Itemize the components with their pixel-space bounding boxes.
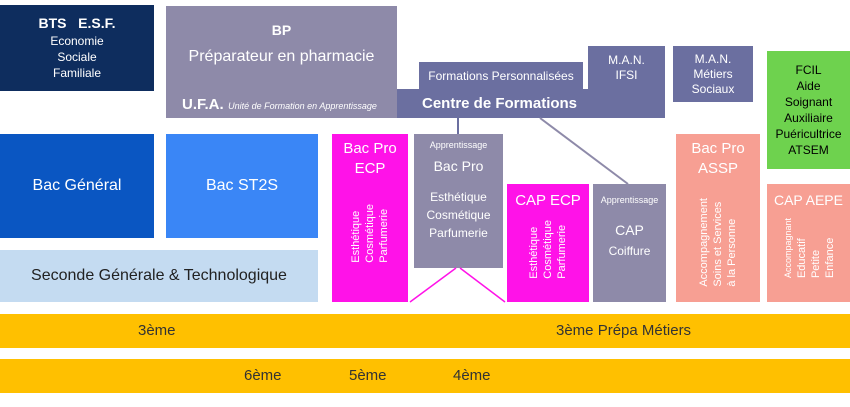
- cap-aepe-v3: Petite: [809, 249, 822, 279]
- man-metiers-line-2: Métiers: [693, 66, 733, 81]
- bac-pro-assp-v3: à la Personne: [726, 218, 738, 287]
- level-prepa-label: 3ème Prépa Métiers: [556, 322, 692, 339]
- level-4eme-label: 4ème: [453, 367, 491, 384]
- cap-aepe-v1: Accompagnant: [782, 218, 793, 279]
- level-5eme-label: 5ème: [349, 367, 387, 384]
- cap-aepe-v4: Enfance: [823, 237, 836, 279]
- ufa-label: U.F.A. Unité de Formation en Apprentissa…: [182, 96, 377, 114]
- fcil-box: FCIL Aide Soignant Auxiliaire Puéricultr…: [767, 51, 850, 169]
- bac-pro-ecp-v3: Parfumerie: [378, 208, 390, 263]
- seconde-label: Seconde Générale & Technologique: [31, 267, 287, 284]
- level-college-bar: 6ème 5ème 4ème: [0, 359, 850, 393]
- ufa-acronym: U.F.A.: [182, 96, 224, 113]
- bac-st2s-label: Bac ST2S: [205, 177, 279, 194]
- bac-pro-assp-vertical: Accompagnement Soins et Services à la Pe…: [698, 198, 738, 287]
- bac-general-label: Bac Général: [32, 177, 122, 194]
- cap-ecp-v3: Parfumerie: [556, 224, 568, 279]
- connector-pink-right: [459, 267, 506, 303]
- bac-pro-appr-tag: Apprentissage: [429, 140, 488, 150]
- bac-pro-appr-line-1: Esthétique: [430, 190, 487, 204]
- bac-pro-assp-title-1: Bac Pro: [691, 140, 745, 157]
- bac-pro-assp-v1: Accompagnement: [698, 198, 710, 287]
- bp-box: BP Préparateur en pharmacie U.F.A. Unité…: [166, 6, 397, 118]
- bac-pro-ecp-v1: Esthétique: [350, 210, 362, 263]
- fcil-line-1: FCIL: [795, 63, 822, 77]
- cap-coiffure-tag: Apprentissage: [600, 195, 659, 205]
- man-metiers-line-1: M.A.N.: [694, 51, 732, 66]
- cap-aepe-box: CAP AEPE Accompagnant Educatif Petite En…: [767, 184, 850, 302]
- formations-personnalisees-label: Formations Personnalisées: [428, 68, 574, 83]
- fcil-line-2: Aide: [796, 79, 821, 93]
- man-metiers-box: M.A.N. Métiers Sociaux: [673, 46, 753, 102]
- seconde-box: Seconde Générale & Technologique: [0, 250, 318, 302]
- ufa-detail: Unité de Formation en Apprentissage: [228, 101, 377, 111]
- cap-coiffure-line: Coiffure: [608, 244, 651, 258]
- man-metiers-line-3: Sociaux: [691, 81, 735, 96]
- bts-line-2: Sociale: [57, 50, 97, 64]
- cap-ecp-title: CAP ECP: [515, 192, 581, 209]
- bac-pro-assp-box: Bac Pro ASSP Accompagnement Soins et Ser…: [676, 134, 760, 302]
- bp-title: BP: [271, 22, 292, 38]
- connector-cap-coiffure: [539, 117, 629, 185]
- bac-pro-assp-v2: Soins et Services: [712, 201, 724, 287]
- cap-ecp-vertical: Esthétique Cosmétique Parfumerie: [528, 220, 568, 279]
- bac-pro-ecp-title-1: Bac Pro: [343, 140, 397, 157]
- cap-coiffure-box: Apprentissage CAP Coiffure: [593, 184, 666, 302]
- bac-pro-appr-line-2: Cosmétique: [426, 208, 491, 222]
- bac-pro-ecp-title-2: ECP: [354, 160, 386, 177]
- fcil-line-4: Auxiliaire: [784, 111, 833, 125]
- bac-pro-appr-line-3: Parfumerie: [429, 226, 488, 240]
- bts-line-1: Economie: [50, 34, 104, 48]
- man-ifsi-line-1: M.A.N.: [608, 52, 645, 67]
- cap-ecp-box: CAP ECP Esthétique Cosmétique Parfumerie: [507, 184, 589, 302]
- centre-formations-label: Centre de Formations: [422, 95, 578, 112]
- man-ifsi-line-2: IFSI: [615, 67, 638, 82]
- cap-aepe-vertical: Accompagnant Educatif Petite Enfance: [782, 218, 836, 278]
- centre-formations-box: Centre de Formations: [397, 89, 665, 118]
- bac-st2s-box: Bac ST2S: [166, 134, 318, 238]
- fcil-line-5: Puéricultrice: [775, 127, 842, 141]
- level-3eme-bar: 3ème 3ème Prépa Métiers: [0, 314, 850, 348]
- man-ifsi-box: M.A.N. IFSI: [588, 46, 665, 89]
- connector-pink-left: [409, 267, 457, 303]
- level-6eme-label: 6ème: [244, 367, 282, 384]
- cap-coiffure-title: CAP: [615, 222, 644, 238]
- bts-esf-box: BTS E.S.F. Economie Sociale Familiale: [0, 5, 154, 91]
- bac-pro-appr-title: Bac Pro: [433, 158, 484, 174]
- cap-ecp-v2: Cosmétique: [542, 220, 554, 279]
- cap-aepe-v2: Educatif: [795, 238, 808, 279]
- cap-aepe-title: CAP AEPE: [773, 192, 843, 208]
- bac-pro-apprentissage-box: Apprentissage Bac Pro Esthétique Cosméti…: [414, 134, 503, 268]
- fcil-line-6: ATSEM: [788, 143, 829, 157]
- bac-general-box: Bac Général: [0, 134, 154, 238]
- bac-pro-ecp-box: Bac Pro ECP Esthétique Cosmétique Parfum…: [332, 134, 408, 302]
- bts-line-3: Familiale: [52, 66, 101, 80]
- bac-pro-ecp-v2: Cosmétique: [364, 204, 376, 263]
- fcil-line-3: Soignant: [784, 95, 833, 109]
- bts-title: BTS E.S.F.: [38, 15, 116, 31]
- level-3eme-label: 3ème: [138, 322, 176, 339]
- cap-ecp-v1: Esthétique: [528, 226, 540, 279]
- formations-personnalisees-box: Formations Personnalisées: [419, 62, 583, 89]
- bac-pro-assp-title-2: ASSP: [697, 160, 739, 177]
- bac-pro-ecp-vertical: Esthétique Cosmétique Parfumerie: [350, 204, 390, 263]
- bp-subtitle: Préparateur en pharmacie: [188, 48, 375, 65]
